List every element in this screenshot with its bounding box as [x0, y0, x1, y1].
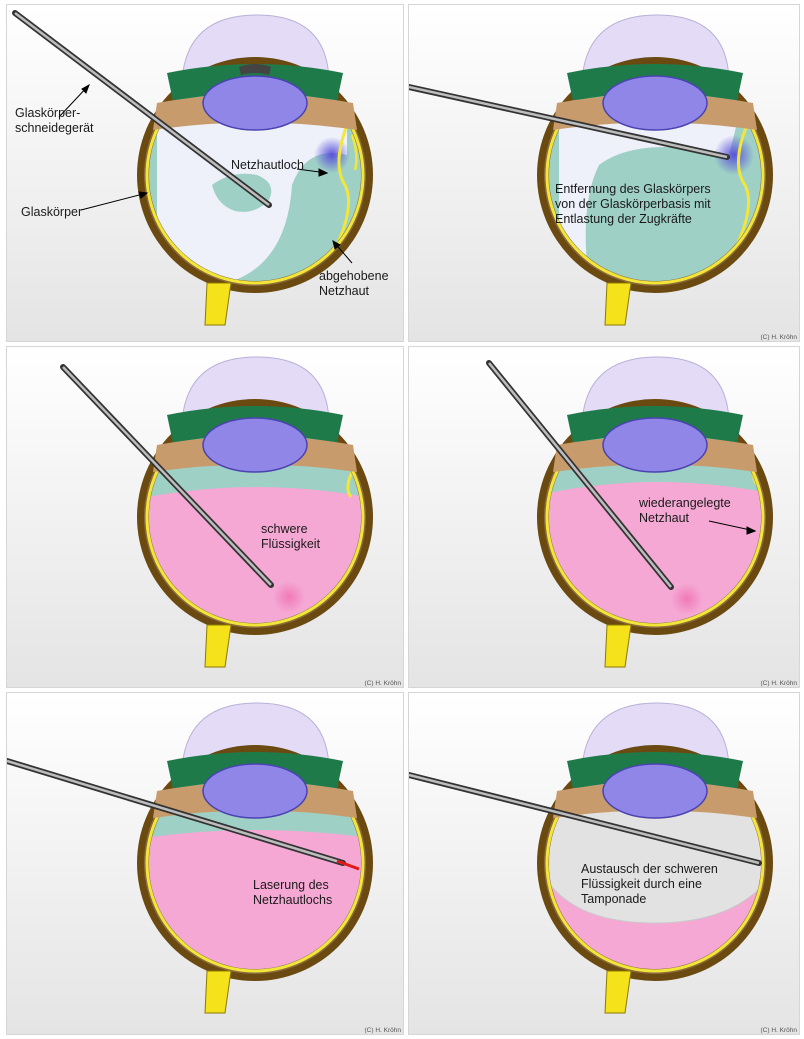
lens — [603, 76, 707, 130]
copyright: (C) H. Kröhn — [761, 680, 798, 687]
copyright: (C) H. Kröhn — [761, 1027, 798, 1034]
panel-3-illustration: schwere Flüssigkeit (C) H. Kröhn — [7, 347, 404, 688]
label-vitreous: Glaskörper — [21, 205, 82, 219]
caption-line2: Netzhautlochs — [253, 893, 332, 907]
panel-1-illustration: Glaskörper- schneidegerät Glaskörper Net… — [7, 5, 404, 342]
caption-line2: von der Glaskörperbasis mit — [555, 197, 711, 211]
instrument-tip-glow — [671, 583, 703, 615]
label-instrument-line1: Glaskörper- — [15, 106, 80, 120]
label-instrument-line2: schneidegerät — [15, 121, 94, 135]
caption-line2: Netzhaut — [639, 511, 690, 525]
caption-line3: Tamponade — [581, 892, 646, 906]
caption-line2: Flüssigkeit durch eine — [581, 877, 702, 891]
lens — [203, 764, 307, 818]
copyright: (C) H. Kröhn — [761, 334, 798, 341]
panel-3-heavy-liquid: schwere Flüssigkeit (C) H. Kröhn — [6, 346, 404, 688]
panel-2-vitreous-removal: Entfernung des Glaskörpers von der Glask… — [408, 4, 800, 342]
panel-2-illustration: Entfernung des Glaskörpers von der Glask… — [409, 5, 800, 342]
lens — [203, 76, 307, 130]
panel-5-illustration: Laserung des Netzhautlochs (C) H. Kröhn — [7, 693, 404, 1035]
lens — [603, 418, 707, 472]
panel-1-vitrectomy-start: Glaskörper- schneidegerät Glaskörper Net… — [6, 4, 404, 342]
caption-line1: schwere — [261, 522, 308, 536]
panel-6-illustration: Austausch der schweren Flüssigkeit durch… — [409, 693, 800, 1035]
lens — [203, 418, 307, 472]
retinal-hole — [314, 137, 350, 173]
panel-5-laser: Laserung des Netzhautlochs (C) H. Kröhn — [6, 692, 404, 1035]
caption-line1: Entfernung des Glaskörpers — [555, 182, 711, 196]
caption-line3: Entlastung der Zugkräfte — [555, 212, 692, 226]
copyright: (C) H. Kröhn — [365, 680, 402, 687]
instrument-tip-glow — [273, 581, 305, 613]
caption-line1: wiederangelegte — [638, 496, 731, 510]
panel-4-illustration: wiederangelegte Netzhaut (C) H. Kröhn — [409, 347, 800, 688]
panel-4-retina-reattached: wiederangelegte Netzhaut (C) H. Kröhn — [408, 346, 800, 688]
copyright: (C) H. Kröhn — [365, 1027, 402, 1034]
label-retinal-hole: Netzhautloch — [231, 158, 304, 172]
caption-line2: Flüssigkeit — [261, 537, 321, 551]
lens — [603, 764, 707, 818]
label-detached-line2: Netzhaut — [319, 284, 370, 298]
panel-6-tamponade: Austausch der schweren Flüssigkeit durch… — [408, 692, 800, 1035]
caption-line1: Laserung des — [253, 878, 329, 892]
caption-line1: Austausch der schweren — [581, 862, 718, 876]
label-detached-line1: abgehobene — [319, 269, 389, 283]
